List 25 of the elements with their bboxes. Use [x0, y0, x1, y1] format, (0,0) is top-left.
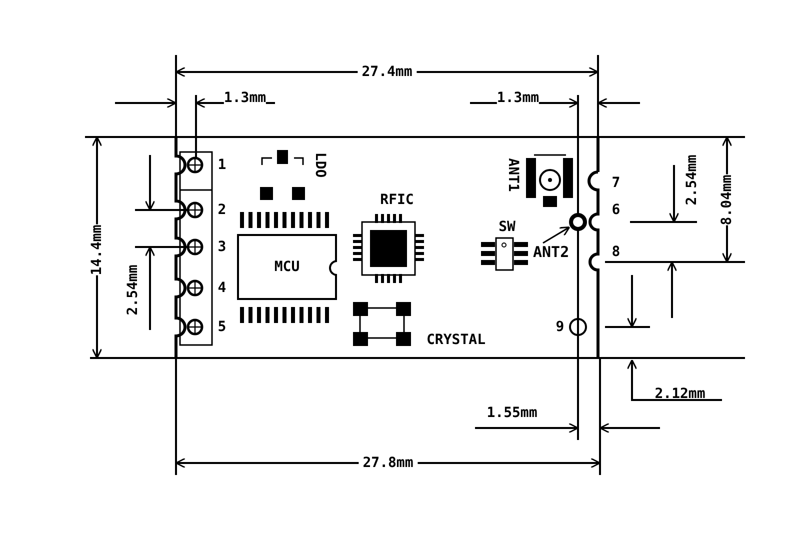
pin-number: 4: [218, 281, 226, 295]
dimension-label: 1.55mm: [486, 406, 538, 420]
part-label: MCU: [274, 260, 300, 274]
pin-number: 5: [218, 320, 226, 334]
dimension-label: 2.54mm: [685, 154, 699, 206]
chip-outline: [237, 234, 337, 300]
pin-number: 8: [612, 245, 620, 259]
part-label: ANT2: [533, 245, 575, 263]
dimension-label: 27.8mm: [358, 456, 418, 470]
dimension-label: 27.4mm: [358, 65, 416, 79]
part-label: CRYSTAL: [426, 333, 486, 347]
dimension-label: 2.54mm: [126, 264, 140, 316]
part-label: LDO: [313, 152, 327, 178]
pin-number: 3: [218, 240, 226, 254]
pin-number: 9: [556, 320, 564, 334]
part-label: ANT1: [506, 158, 520, 192]
pin-number: 2: [218, 203, 226, 217]
pin-number: 7: [612, 176, 620, 190]
pin-number: 6: [612, 203, 620, 217]
leader-arrow: [542, 226, 570, 244]
pin-number: 1: [218, 158, 226, 172]
part-label: SW: [498, 220, 516, 234]
dimension-label: 2.12mm: [654, 387, 706, 401]
antenna-pad: [569, 213, 587, 231]
part-label: RFIC: [380, 193, 414, 207]
